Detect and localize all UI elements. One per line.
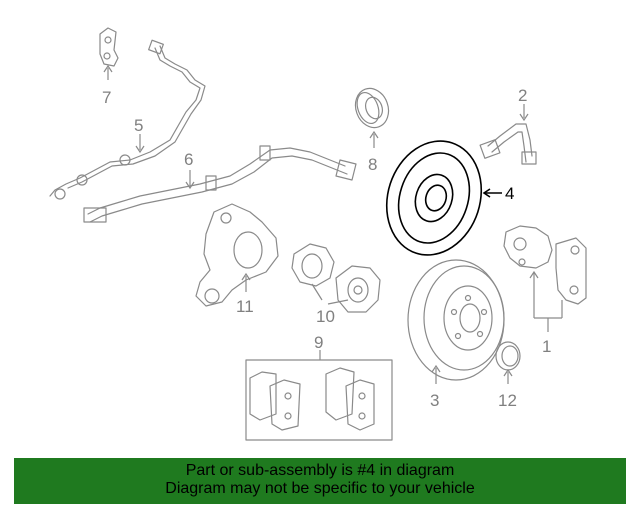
callout-8: 8 [368,155,377,174]
part-6-brake-line[interactable] [83,145,357,223]
part-5-sensor-wire[interactable] [49,39,206,200]
part-1-brake-caliper[interactable] [503,225,587,332]
part-9-brake-pads[interactable] [245,350,393,441]
callout-12: 12 [498,391,517,410]
part-10-hub-bearing[interactable] [291,243,381,313]
part-7-bracket[interactable] [99,27,119,80]
callout-11: 11 [236,297,254,316]
parts-diagram: 7 5 6 8 2 [49,27,587,441]
part-8-dust-cover[interactable] [350,84,394,148]
part-12-grease-cap[interactable] [495,341,521,384]
part-11-steering-knuckle[interactable] [195,203,279,307]
callout-5: 5 [134,116,143,135]
part-4-brake-rotor[interactable] [372,129,502,268]
part-3-brake-drum[interactable] [407,259,505,384]
banner-line-2: Diagram may not be specific to your vehi… [165,480,475,497]
callout-2: 2 [518,86,527,105]
callout-9: 9 [314,333,323,352]
callout-10: 10 [316,307,335,326]
callout-1: 1 [542,337,551,356]
info-banner: Part or sub-assembly is #4 in diagram Di… [14,458,626,504]
banner-line-1: Part or sub-assembly is #4 in diagram [185,462,455,479]
part-2-brake-hose[interactable] [479,104,537,165]
callout-3: 3 [430,391,439,410]
callout-7: 7 [102,88,111,107]
callout-6: 6 [184,150,193,169]
callout-4: 4 [505,184,514,203]
